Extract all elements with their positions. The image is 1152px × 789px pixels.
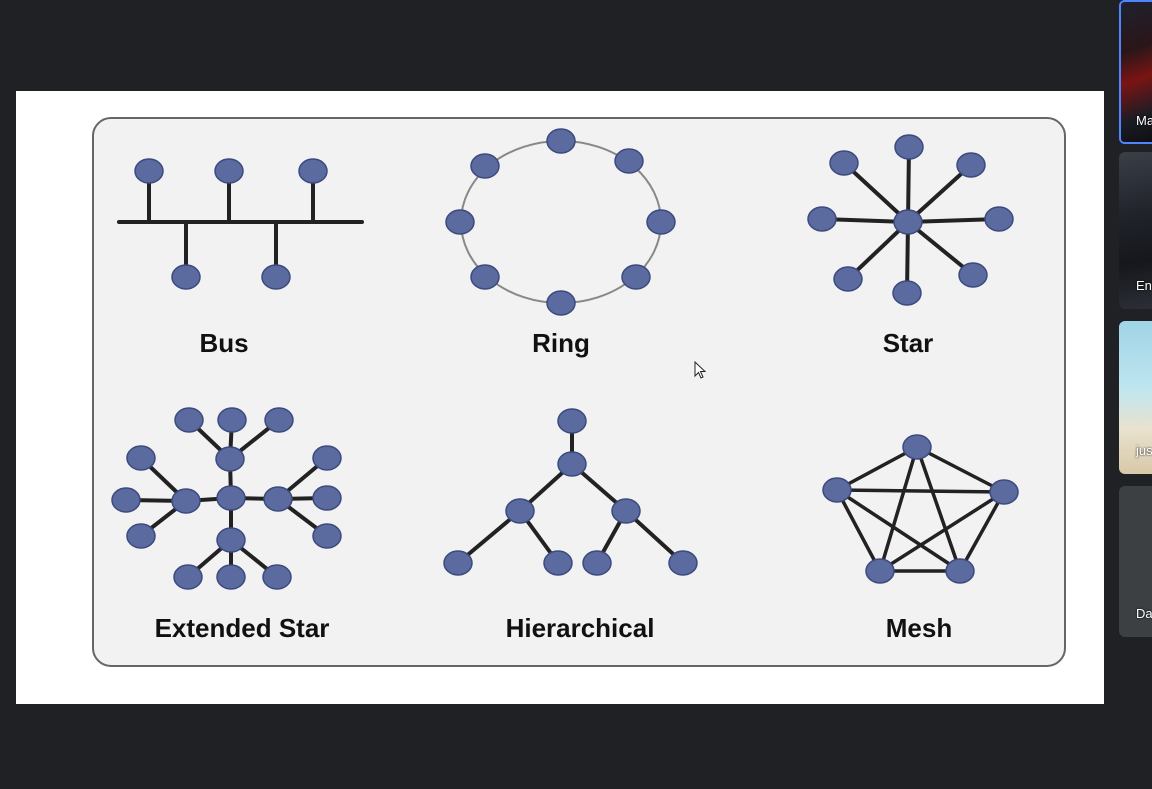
ring-label: Ring — [532, 328, 590, 358]
link-line — [846, 220, 910, 281]
extended-star-label: Extended Star — [155, 613, 330, 643]
participant-name: jus — [1136, 443, 1152, 458]
network-node — [312, 485, 342, 511]
link-line — [906, 163, 973, 224]
network-node — [111, 487, 141, 513]
participant-name: En — [1136, 278, 1152, 293]
network-node — [174, 407, 204, 433]
network-node — [822, 477, 852, 503]
participant-tile[interactable]: Ma — [1119, 0, 1152, 144]
mesh-topology — [822, 434, 1019, 584]
link-line — [878, 445, 919, 573]
extended-star-topology — [111, 407, 342, 590]
network-node — [214, 158, 244, 184]
network-node — [892, 280, 922, 306]
network-node — [261, 264, 291, 290]
network-node — [557, 451, 587, 477]
participant-tile[interactable]: En — [1119, 152, 1152, 309]
network-node — [956, 152, 986, 178]
network-node — [945, 558, 975, 584]
network-node — [668, 550, 698, 576]
network-node — [958, 262, 988, 288]
network-node — [445, 209, 475, 235]
participant-name: Ma — [1136, 113, 1152, 128]
network-node — [865, 558, 895, 584]
network-node — [470, 264, 500, 290]
participant-tile[interactable]: jus — [1119, 321, 1152, 474]
network-node — [216, 485, 246, 511]
network-node — [989, 479, 1019, 505]
link-line — [835, 445, 919, 492]
network-node — [126, 445, 156, 471]
network-node — [171, 488, 201, 514]
network-node — [215, 446, 245, 472]
network-node — [443, 550, 473, 576]
star-topology — [807, 134, 1014, 306]
network-node — [216, 527, 246, 553]
network-node — [298, 158, 328, 184]
network-node — [902, 434, 932, 460]
network-node — [894, 134, 924, 160]
shared-screen-slide: Bus Ring Star Extended Star Hierarchical… — [16, 91, 1104, 704]
network-node — [470, 153, 500, 179]
link-line — [915, 445, 962, 573]
network-node — [557, 408, 587, 434]
network-node — [582, 550, 612, 576]
network-node — [614, 148, 644, 174]
network-node — [621, 264, 651, 290]
network-node — [217, 407, 247, 433]
link-line — [835, 488, 882, 573]
network-node — [893, 209, 923, 235]
network-topologies-diagram: Bus Ring Star Extended Star Hierarchical… — [92, 117, 1066, 667]
participant-tile[interactable]: Da — [1119, 486, 1152, 637]
participant-video-strip: Ma En jus Da — [1119, 0, 1152, 789]
hierarchical-topology — [443, 408, 698, 576]
network-node — [134, 158, 164, 184]
network-node — [646, 209, 676, 235]
participant-name: Da — [1136, 606, 1152, 621]
link-line — [842, 161, 910, 224]
network-node — [543, 550, 573, 576]
network-node — [611, 498, 641, 524]
network-node — [216, 564, 246, 590]
network-node — [505, 498, 535, 524]
network-node — [829, 150, 859, 176]
bus-label: Bus — [199, 328, 248, 358]
bus-topology — [117, 158, 364, 290]
mouse-pointer-icon — [694, 361, 707, 379]
network-node — [312, 445, 342, 471]
network-node — [263, 486, 293, 512]
network-node — [262, 564, 292, 590]
network-node — [833, 266, 863, 292]
hierarchical-label: Hierarchical — [506, 613, 655, 643]
network-node — [546, 290, 576, 316]
network-node — [984, 206, 1014, 232]
link-line — [906, 220, 975, 277]
link-line — [835, 488, 1006, 494]
star-label: Star — [883, 328, 934, 358]
link-line — [915, 445, 1006, 494]
link-line — [906, 217, 1001, 224]
network-node — [312, 523, 342, 549]
ring-topology — [445, 128, 676, 316]
network-node — [264, 407, 294, 433]
network-node — [546, 128, 576, 154]
network-node — [126, 523, 156, 549]
network-node — [171, 264, 201, 290]
link-line — [835, 488, 962, 573]
network-node — [807, 206, 837, 232]
mesh-label: Mesh — [886, 613, 952, 643]
network-node — [173, 564, 203, 590]
link-line — [958, 490, 1006, 573]
link-line — [878, 490, 1006, 573]
